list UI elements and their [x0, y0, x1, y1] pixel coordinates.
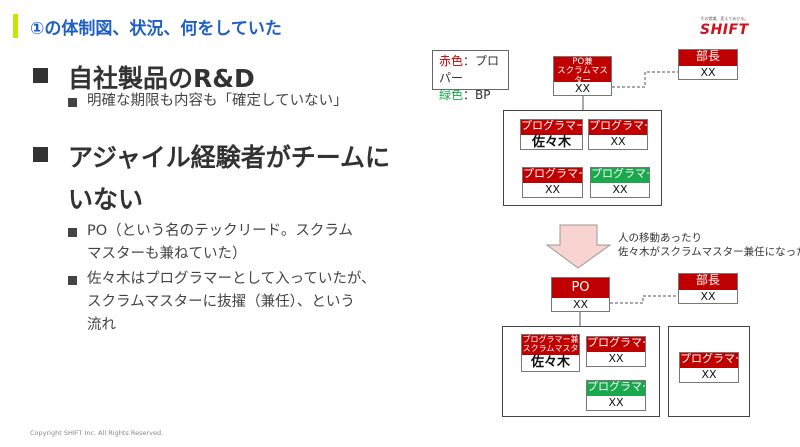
card-name: XX	[544, 183, 561, 196]
card-role: プログラマー	[591, 168, 649, 183]
transition-note: 人の移動あったり 佐々木がスクラムマスター兼任になったり	[618, 231, 800, 259]
po-card: PO XX	[551, 277, 610, 312]
shift-logo: その常識、変えてみせる。 SHIFT	[700, 16, 749, 38]
down-arrow-icon	[545, 224, 612, 269]
card-role: プログラマー	[521, 120, 582, 135]
sub-bullet-square	[68, 276, 77, 285]
card-role: PO	[552, 278, 609, 298]
card-name: XX	[574, 82, 591, 95]
member-card: プログラマー XX	[679, 352, 739, 383]
card-name: XX	[608, 352, 624, 365]
color-legend: 赤色：プロパー 緑色：BP	[432, 50, 509, 102]
card-name: XX	[612, 183, 628, 196]
card-name: XX	[610, 135, 626, 148]
member-card: プログラマー兼 スクラムマスター 佐々木	[521, 334, 580, 372]
member-card: プログラマー XX	[586, 336, 646, 367]
member-card: プログラマー 佐々木	[520, 119, 583, 150]
sub-bullet-square	[68, 228, 77, 237]
card-role: プログラマー	[587, 381, 645, 396]
card-role: プログラマー兼 スクラムマスター	[522, 335, 579, 355]
card-name: XX	[701, 368, 717, 381]
sub-bullet-square	[68, 98, 77, 107]
team-group	[503, 110, 662, 206]
bullet-1: 自社製品のR&D	[68, 64, 255, 93]
logo-tagline: その常識、変えてみせる。	[700, 16, 749, 21]
card-name: XX	[608, 396, 624, 409]
manager-card: 部長 XX	[678, 49, 738, 80]
text-line: 佐々木がスクラムマスター兼任になったり	[618, 246, 800, 258]
legend-red-value: ：プロパー	[439, 54, 500, 85]
title-accent-bar	[13, 14, 18, 38]
bullet-2-sub1: PO（という名のテックリード。スクラム マスターも兼ねていた）	[87, 220, 353, 266]
card-name: 佐々木	[531, 135, 571, 150]
copyright: Copyright SHIFT Inc. All Rights Reserved…	[30, 429, 164, 437]
bullet-square	[33, 147, 48, 162]
bullet-2-line2: いない	[68, 185, 144, 214]
legend-green-value: ：BP	[463, 88, 491, 102]
member-card: プログラマー XX	[588, 119, 648, 150]
page-title: ①の体制図、状況、何をしていた	[30, 19, 282, 39]
bullet-square	[33, 68, 48, 83]
card-role: プログラマー	[523, 168, 582, 183]
text-line: マスターも兼ねていた）	[87, 246, 247, 262]
text-line: 流れ	[87, 317, 116, 333]
text-line: 人の移動あったり	[618, 232, 702, 244]
member-card: プログラマー XX	[586, 380, 646, 411]
team-group-2	[668, 326, 750, 417]
legend-red-label: 赤色	[439, 54, 464, 68]
text-line: PO（という名のテックリード。スクラム	[87, 223, 353, 239]
card-role: PO兼 スクラムマスター	[554, 57, 611, 82]
card-role: プログラマー	[589, 120, 647, 135]
po-card: PO兼 スクラムマスター XX	[553, 56, 612, 96]
member-card: プログラマー XX	[522, 167, 583, 198]
card-name: 佐々木	[530, 355, 570, 370]
text-line: 佐々木はプログラマーとして入っていたが、	[87, 271, 376, 287]
card-role: プログラマー	[587, 337, 645, 352]
card-role: 部長	[679, 50, 737, 66]
manager-card: 部長 XX	[678, 273, 738, 304]
card-role: 部長	[679, 274, 737, 290]
bullet-2-sub2: 佐々木はプログラマーとして入っていたが、 スクラムマスターに抜擢（兼任）、という…	[87, 268, 376, 337]
member-card: プログラマー XX	[590, 167, 650, 198]
text-line: スクラムマスターに抜擢（兼任）、という	[87, 294, 355, 310]
team-group	[502, 326, 660, 417]
card-role: プログラマー	[680, 353, 738, 368]
card-name: XX	[700, 66, 716, 79]
card-name: XX	[572, 298, 589, 311]
bullet-1-sub: 明確な期限も内容も「確定していない」	[87, 93, 348, 109]
legend-green-label: 緑色	[439, 88, 464, 102]
card-name: XX	[700, 290, 716, 303]
logo-name: SHIFT	[700, 22, 749, 38]
bullet-2-line1: アジャイル経験者がチームに	[68, 143, 391, 172]
